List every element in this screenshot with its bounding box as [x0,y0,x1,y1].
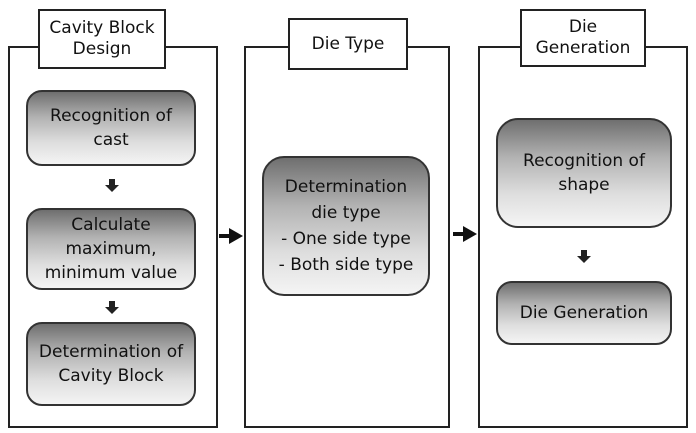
right-arrow-icon [219,228,243,248]
panel-die-generation [478,46,688,428]
step-calculate-min-max: Calculate maximum, minimum value [26,208,196,290]
step-text: - One side type [281,229,411,249]
panel-title-cavity-block-design: Cavity Block Design [38,9,166,69]
step-text: Determination [284,177,408,197]
step-recognition-of-cast: Recognition of cast [26,90,196,166]
step-text: minimum value [44,263,178,283]
step-text: Recognition of [50,106,172,126]
step-text: Die Generation [519,303,649,323]
right-arrow-icon [453,226,477,246]
step-text: - Both side type [278,255,414,275]
step-text: maximum, [65,239,157,259]
panel-title-line: Die [568,17,598,37]
panel-title-die-type: Die Type [288,18,408,70]
step-determination-of-cavity-block: Determination of Cavity Block [26,322,196,406]
panel-title-line: Generation [535,38,631,58]
step-die-generation: Die Generation [496,281,672,345]
step-text: cast [93,130,129,150]
step-text: Calculate [71,215,151,235]
panel-title-die-generation: Die Generation [520,9,646,67]
step-text: die type [311,203,381,223]
panel-title-line: Design [72,39,132,59]
step-recognition-of-shape: Recognition of shape [496,118,672,228]
step-text: Recognition of [523,151,645,171]
panel-title-line: Cavity Block [49,18,155,38]
step-text: Cavity Block [58,366,164,386]
step-text: Determination of [38,342,184,362]
step-determination-die-type: Determination die type - One side type -… [262,156,430,296]
panel-title-line: Die Type [311,33,385,54]
step-text: shape [558,175,610,195]
